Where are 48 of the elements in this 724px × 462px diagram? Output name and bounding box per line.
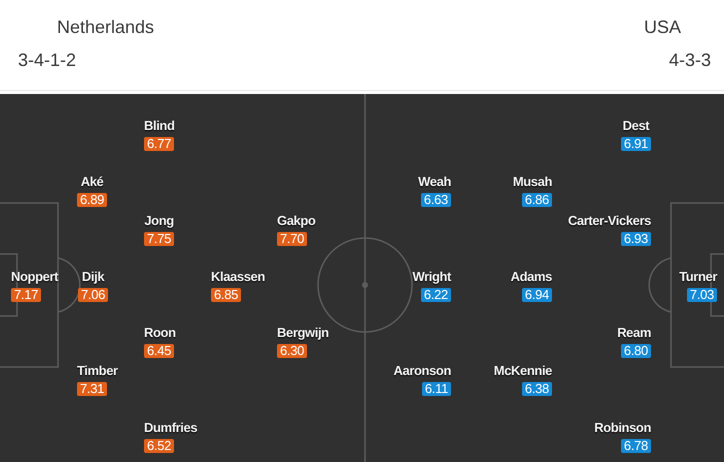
rating-badge: 6.38 xyxy=(522,382,552,396)
player-name: Aaronson xyxy=(394,363,451,379)
player-name: McKennie xyxy=(494,363,552,379)
rating-badge: 7.75 xyxy=(144,232,174,246)
rating-badge: 6.63 xyxy=(420,193,451,207)
team-name: Netherlands xyxy=(57,17,154,37)
rating-badge: 6.94 xyxy=(522,288,552,302)
rating-badge: 6.80 xyxy=(620,344,651,358)
rating-badge: 6.30 xyxy=(277,344,308,358)
player-name: Dest xyxy=(622,118,650,134)
player-name: Adams xyxy=(510,269,552,285)
rating-badge: 6.86 xyxy=(522,193,552,207)
player-name: Aké xyxy=(80,174,104,190)
player-name: Ream xyxy=(617,325,651,341)
player-name: Jong xyxy=(144,213,174,229)
player-name: Klaassen xyxy=(211,269,265,285)
player-name: Dijk xyxy=(82,269,104,285)
rating-badge: 7.06 xyxy=(78,288,108,302)
player-name: Dumfries xyxy=(144,420,198,436)
rating-badge: 6.78 xyxy=(620,439,651,453)
rating-badge: 7.03 xyxy=(686,288,717,302)
team-name: USA xyxy=(644,17,681,37)
rating-badge: 6.91 xyxy=(620,137,651,151)
player-name: Wright xyxy=(412,269,451,285)
rating-badge: 6.89 xyxy=(77,193,108,207)
rating-badge: 6.11 xyxy=(422,382,451,396)
formation: 4-3-3 xyxy=(668,50,711,70)
player-name: Timber xyxy=(77,363,118,379)
player-name: Roon xyxy=(144,325,176,341)
rating-badge: 7.17 xyxy=(11,288,42,302)
player-name: Carter-Vickers xyxy=(568,213,651,229)
rating-badge: 6.45 xyxy=(144,344,174,358)
player-name: Noppert xyxy=(11,269,58,285)
player-name: Turner xyxy=(679,269,717,285)
player-name: Robinson xyxy=(594,420,651,436)
player-name: Bergwijn xyxy=(277,325,329,341)
rating-badge: 6.77 xyxy=(144,137,174,151)
rating-badge: 6.52 xyxy=(144,439,174,453)
player-name: Weah xyxy=(418,174,451,190)
player-name: Blind xyxy=(144,118,174,134)
player-name: Musah xyxy=(512,174,552,190)
rating-badge: 6.22 xyxy=(420,288,451,302)
rating-badge: 7.70 xyxy=(277,232,308,246)
player-name: Gakpo xyxy=(277,213,316,229)
rating-badge: 6.93 xyxy=(620,232,651,246)
rating-badge: 7.31 xyxy=(77,382,108,396)
formation: 3-4-1-2 xyxy=(18,50,76,70)
rating-badge: 6.85 xyxy=(211,288,242,302)
